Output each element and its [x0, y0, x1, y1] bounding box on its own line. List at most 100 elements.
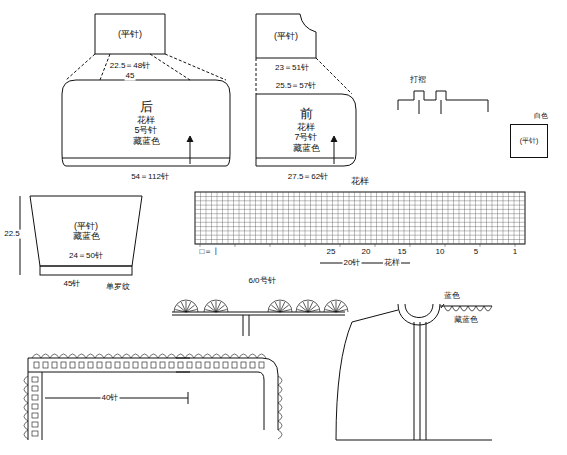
edging-scallop	[185, 354, 194, 358]
mesh-cell	[124, 362, 129, 368]
back-yoke-panel: (平针)	[95, 14, 165, 54]
dimension-label: 花样	[383, 259, 401, 268]
fan-spoke	[331, 302, 336, 312]
edging-scallop	[278, 403, 282, 412]
dimension-label: □＝丨	[199, 248, 222, 257]
mesh-cell	[97, 362, 102, 368]
back-yoke	[66, 54, 226, 80]
piece-text: 5号针	[134, 125, 157, 135]
ruffle-scallop	[468, 306, 476, 311]
white-square: 白色(平针)	[496, 112, 548, 166]
edging-scallop	[257, 354, 266, 358]
fan-spoke	[280, 301, 281, 312]
ruffle-scallop	[460, 306, 468, 311]
grid-line	[195, 218, 525, 219]
fan-spoke	[308, 301, 309, 312]
edging-scallop	[122, 354, 131, 358]
pleat-fold	[398, 100, 441, 114]
fan-spoke	[186, 301, 187, 312]
dimension-label: 10	[435, 248, 446, 257]
dimension-label: 27.5＝62针	[287, 173, 329, 182]
dimension-label: 22.5＝48针	[109, 62, 151, 71]
dimension-label: 20	[361, 248, 372, 257]
edging-scallop	[131, 354, 140, 358]
crochet-mesh	[24, 354, 282, 439]
grid-line	[195, 226, 525, 227]
piece-text: 花样	[297, 122, 315, 132]
edging-scallop	[158, 354, 167, 358]
fan-arc	[204, 300, 228, 312]
piece-outline-path	[62, 80, 230, 166]
dimension-label: 45针	[63, 280, 82, 289]
fan-arc	[174, 300, 198, 312]
mesh-cell	[169, 362, 174, 368]
mesh-cell	[241, 362, 246, 368]
ruffle-scallop	[484, 306, 492, 311]
piece-text: 藏蓝色	[293, 143, 320, 153]
mesh-cell	[214, 362, 219, 368]
fan-spoke	[216, 301, 217, 312]
dimension-label: 藏蓝色	[453, 316, 479, 325]
edging-base	[172, 315, 345, 316]
ruffle-scallop	[476, 306, 484, 311]
mesh-cell	[259, 362, 264, 368]
mesh-cell	[133, 362, 138, 368]
mesh-cell	[32, 395, 38, 400]
piece-text: 白色	[534, 112, 548, 120]
mesh-cell	[196, 362, 201, 368]
edging-scallop	[278, 412, 282, 421]
dimension-label: 45	[125, 72, 136, 81]
jacket-detail	[336, 304, 492, 440]
pleat-sketch	[398, 91, 488, 112]
dimension-label: 25	[326, 248, 337, 257]
mesh-cell	[70, 362, 75, 368]
edging-scallop	[203, 354, 212, 358]
mesh-cell	[88, 362, 93, 368]
edging-scallop	[68, 354, 77, 358]
dimension-label: 20针	[343, 259, 362, 268]
grid-tick	[340, 244, 341, 247]
piece-text: 花样	[137, 115, 155, 125]
grid-line	[195, 230, 525, 231]
fan-spoke	[336, 310, 347, 312]
grid-tick	[200, 244, 201, 247]
dimension-label: 23＝51针	[274, 64, 310, 73]
sleeve-rib	[40, 266, 132, 275]
dimension-label: 15	[397, 248, 408, 257]
piece-text: (平针)	[118, 29, 142, 39]
piece-title: 前	[300, 107, 313, 122]
chart-grid	[195, 192, 525, 244]
grid-line	[195, 200, 525, 201]
edging-scallop	[50, 354, 59, 358]
edging-scallop	[32, 354, 41, 358]
dimension-label: 40针	[101, 394, 120, 403]
edging-scallop	[86, 354, 95, 358]
dimension-label: 22.5	[3, 230, 21, 239]
edging-scallop	[95, 354, 104, 358]
dimension-label: 单罗纹	[105, 283, 131, 292]
edging-scallop	[194, 354, 203, 358]
front-hem	[256, 158, 354, 159]
edging-scallop	[113, 354, 122, 358]
edging-scallop	[77, 354, 86, 358]
piece-text: 藏蓝色	[73, 231, 100, 241]
fan-spoke	[303, 302, 308, 312]
fan-spoke	[336, 301, 337, 312]
edging-scallop	[248, 354, 257, 358]
edging-scallop	[24, 430, 28, 439]
piece-text: (平针)	[74, 221, 98, 231]
mesh-cell	[32, 377, 38, 382]
grid-line	[195, 239, 525, 240]
piece-outline-path	[30, 196, 142, 266]
edging-scallop	[278, 376, 282, 385]
edging-scallop	[24, 403, 28, 412]
fan-arc	[296, 300, 320, 312]
grid-tick	[235, 244, 236, 247]
piece-outline-path	[256, 94, 356, 166]
edging-scallop	[24, 412, 28, 421]
mesh-cell	[79, 362, 84, 368]
edging-scallop	[239, 354, 248, 358]
grid-tick	[410, 244, 411, 247]
dimension-label: 24＝50针	[68, 252, 104, 261]
